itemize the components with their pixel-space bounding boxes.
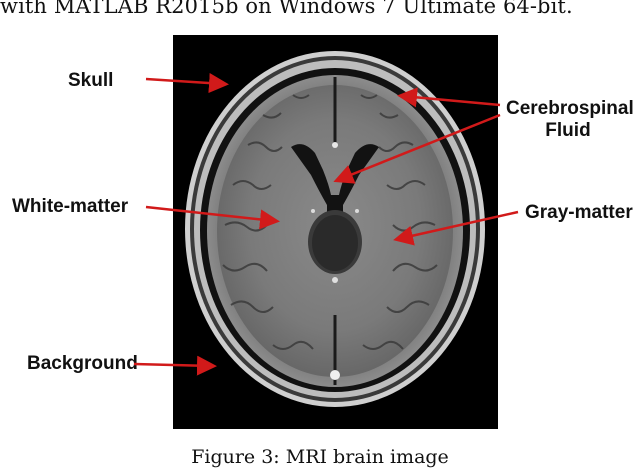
label-cerebrospinal-line2: Fluid: [545, 120, 591, 141]
label-gray-matter: Gray-matter: [525, 202, 633, 223]
label-skull: Skull: [68, 70, 114, 91]
label-cerebrospinal-fluid: Cerebrospinal Fluid: [506, 98, 634, 142]
mri-brain-image: [173, 35, 498, 429]
label-background: Background: [27, 353, 138, 374]
figure-caption: Figure 3: MRI brain image: [191, 446, 449, 468]
label-cerebrospinal-line1: Cerebrospinal: [506, 98, 634, 119]
label-white-matter: White-matter: [12, 196, 129, 217]
body-text-line: with MATLAB R2015b on Windows 7 Ultimate…: [0, 0, 573, 18]
mri-brain-drawing: [173, 35, 498, 429]
